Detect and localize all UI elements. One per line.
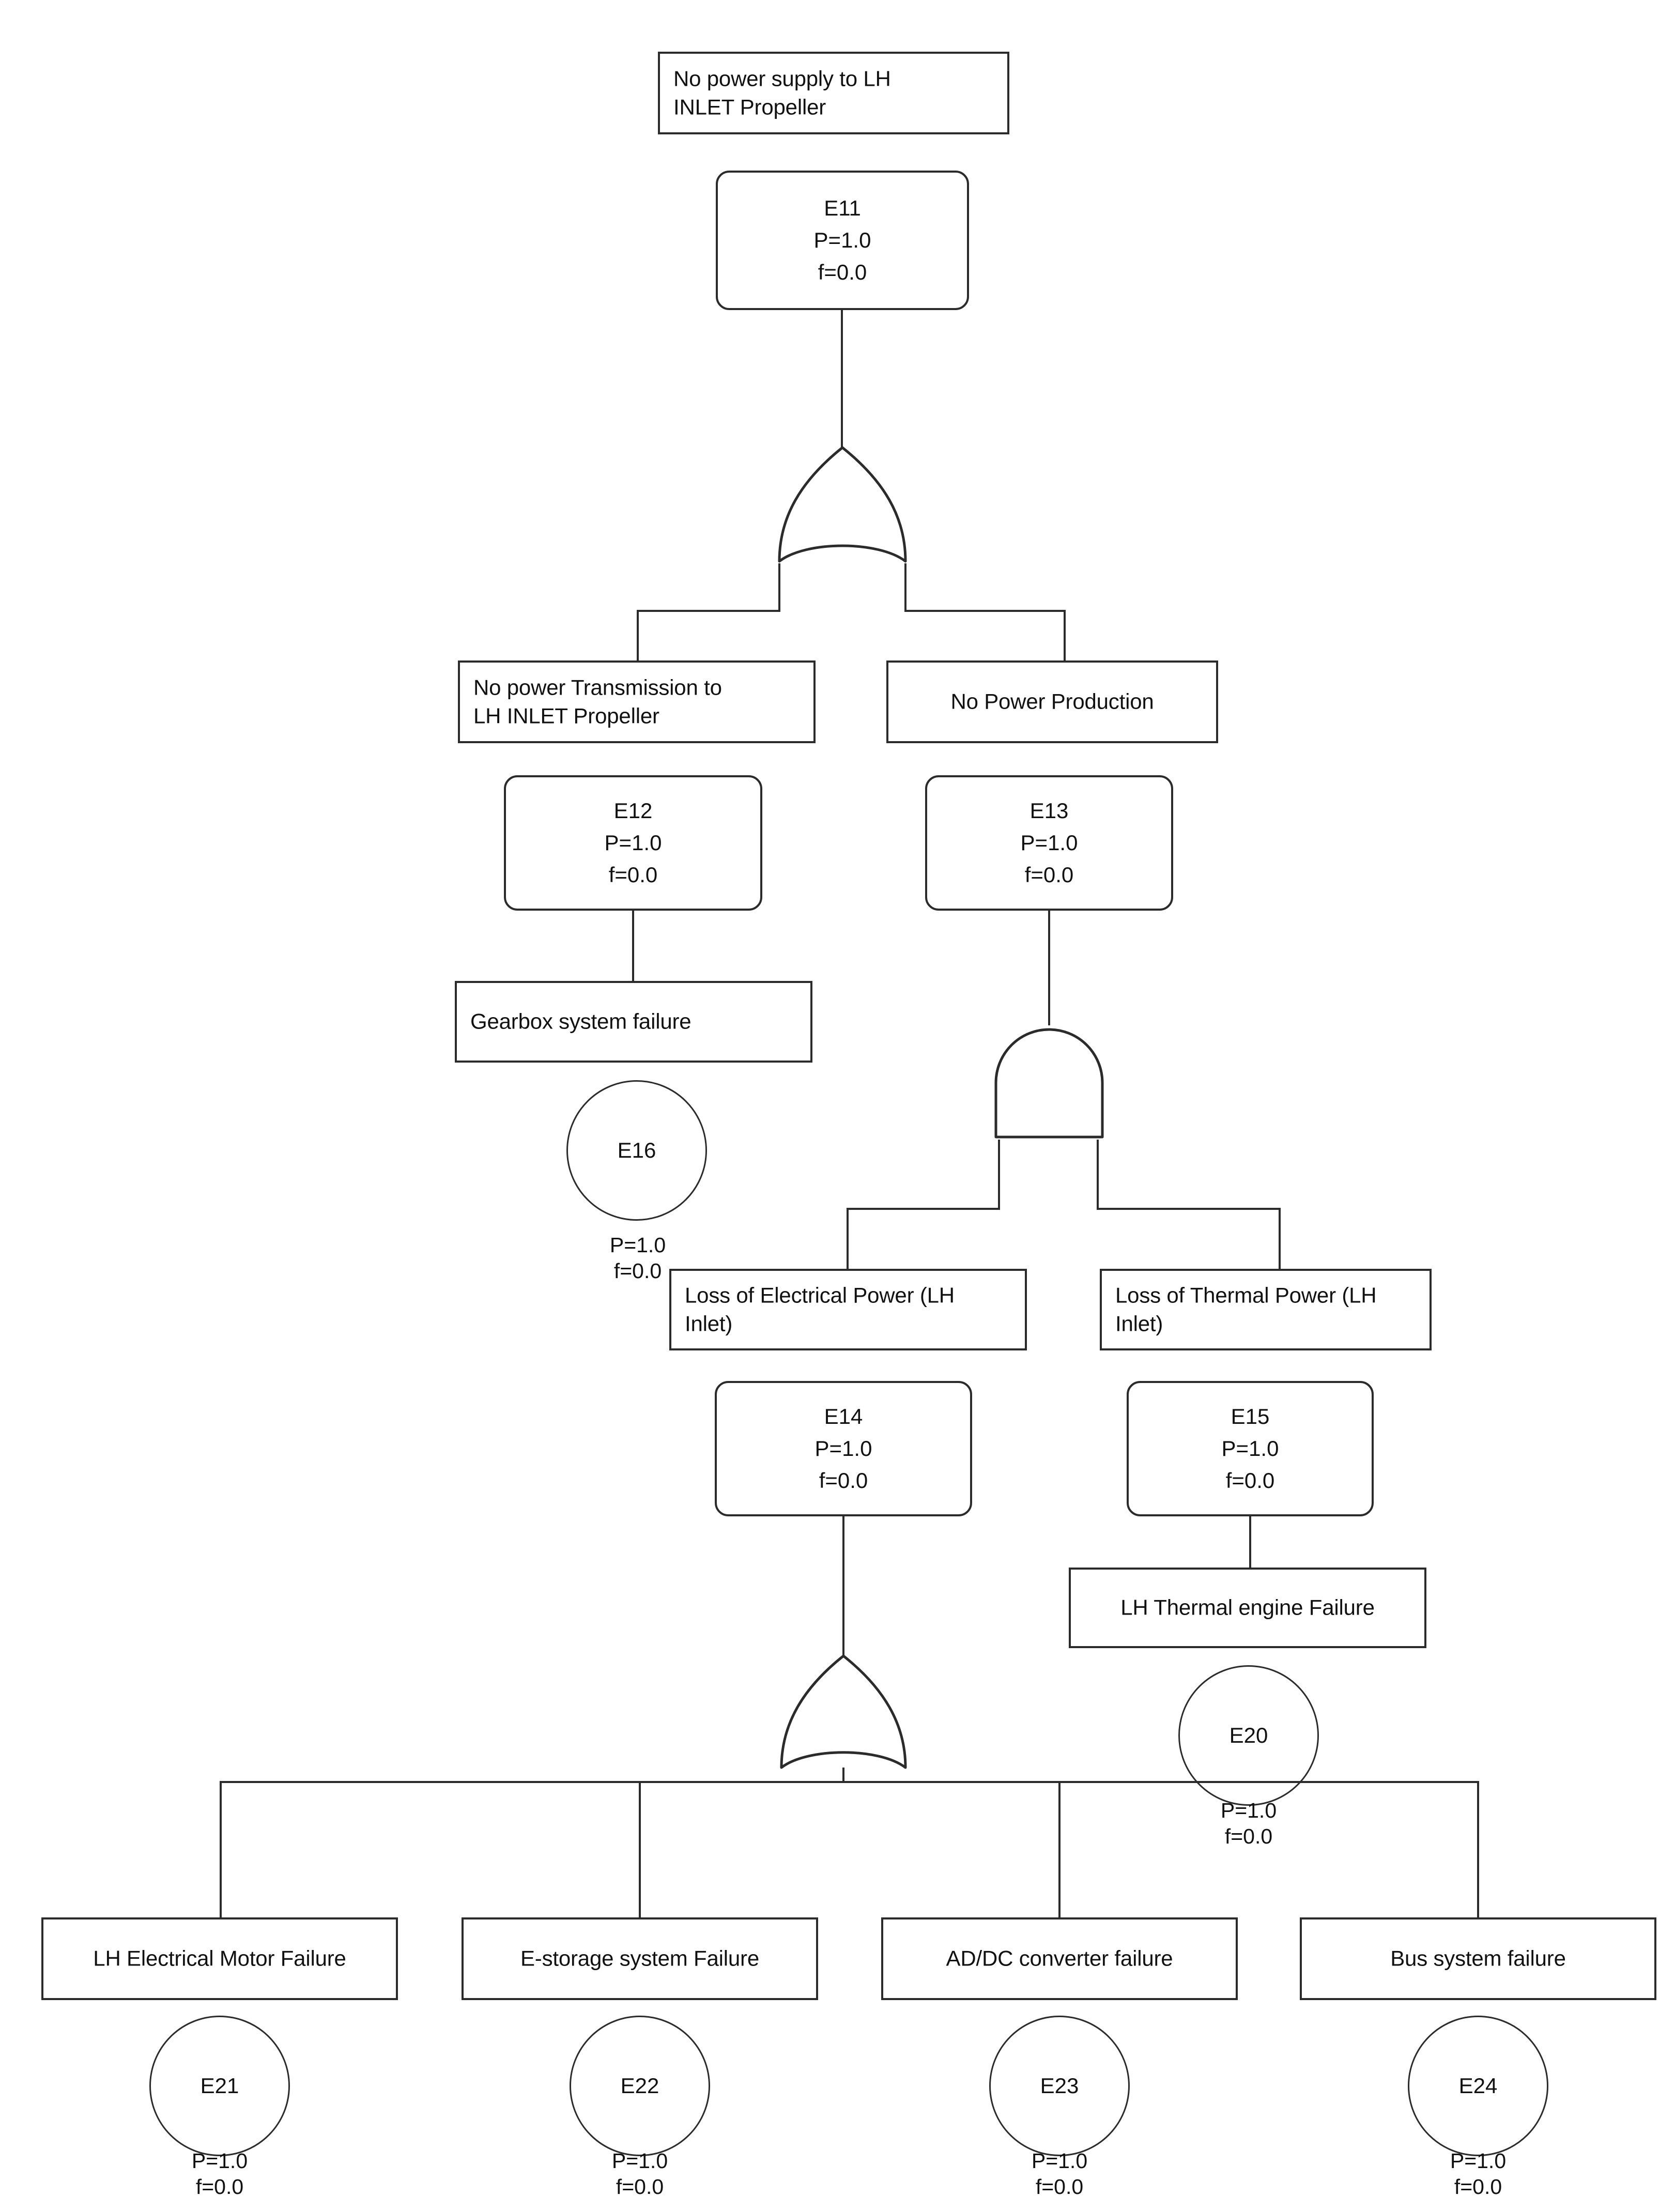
- param-e15-f: f=0.0: [1225, 1468, 1275, 1493]
- basic-event-e20[interactable]: E20: [1178, 1665, 1319, 1806]
- basic-event-e24[interactable]: E24: [1408, 2016, 1548, 2156]
- basic-event-e20-code: E20: [1229, 1723, 1268, 1747]
- connector-bus-to-e24: [1477, 1781, 1479, 1918]
- connector-e14-to-gate3: [842, 1516, 844, 1657]
- param-e12-code: E12: [613, 798, 653, 823]
- connector-gate2-right-horizontal: [1097, 1208, 1281, 1210]
- node-thermal-engine-title-text: LH Thermal engine Failure: [1120, 1595, 1375, 1620]
- basic-event-e21-code: E21: [200, 2073, 239, 2098]
- connector-gate2-right-stub: [1097, 1140, 1099, 1208]
- node-e24-title-text: Bus system failure: [1390, 1946, 1566, 1971]
- basic-event-e22[interactable]: E22: [570, 2016, 710, 2156]
- basic-event-e22-code: E22: [620, 2073, 659, 2098]
- basic-event-e16[interactable]: E16: [566, 1080, 707, 1221]
- connector-e13-to-gate2: [1048, 911, 1050, 1025]
- connector-gate2-to-e14: [847, 1208, 849, 1270]
- connector-bus-to-e22: [639, 1781, 641, 1918]
- gate-or-top[interactable]: [765, 444, 920, 574]
- connector-gate1-left-stub: [778, 563, 780, 610]
- basic-event-e24-code: E24: [1458, 2073, 1498, 2098]
- gate-and-mid[interactable]: [985, 1021, 1114, 1150]
- node-gearbox-title-text: Gearbox system failure: [470, 1009, 691, 1034]
- param-e14-code: E14: [824, 1404, 863, 1428]
- connector-bus-to-e23: [1058, 1781, 1061, 1918]
- param-e11-code: E11: [824, 195, 861, 220]
- basic-event-e21[interactable]: E21: [149, 2016, 290, 2156]
- param-e13-code: E13: [1029, 798, 1069, 823]
- connector-gate1-right-horizontal: [904, 610, 1066, 612]
- node-e24-title[interactable]: Bus system failure: [1300, 1917, 1656, 2000]
- param-e11-f: f=0.0: [818, 260, 867, 285]
- node-e13-title[interactable]: No Power Production: [886, 660, 1218, 743]
- node-e23-title[interactable]: AD/DC converter failure: [881, 1917, 1238, 2000]
- connector-e12-to-gearbox: [632, 911, 634, 982]
- connector-gate2-left-horizontal: [847, 1208, 1000, 1210]
- param-e11[interactable]: E11 P=1.0 f=0.0: [716, 171, 969, 310]
- connector-e11-to-gate1: [841, 310, 843, 449]
- param-e15[interactable]: E15 P=1.0 f=0.0: [1127, 1381, 1374, 1516]
- param-e14-p: P=1.0: [815, 1436, 872, 1461]
- param-e14[interactable]: E14 P=1.0 f=0.0: [715, 1381, 972, 1516]
- param-e12[interactable]: E12 P=1.0 f=0.0: [504, 775, 762, 911]
- connector-gate3-drop: [842, 1768, 844, 1782]
- connector-gate1-to-e12: [637, 610, 639, 662]
- param-e12-f: f=0.0: [608, 863, 658, 887]
- connector-bus-to-e21: [220, 1781, 222, 1918]
- param-e12-p: P=1.0: [604, 830, 662, 855]
- connector-e15-to-thermal-engine: [1249, 1516, 1251, 1569]
- param-e15-code: E15: [1231, 1404, 1270, 1428]
- connector-gate1-to-e13: [1064, 610, 1066, 662]
- node-e13-title-text: No Power Production: [950, 689, 1154, 714]
- connector-bottom-bus: [220, 1781, 1479, 1783]
- basic-event-e23-code: E23: [1040, 2073, 1079, 2098]
- node-e22-title-text: E-storage system Failure: [520, 1946, 760, 1971]
- param-e15-p: P=1.0: [1221, 1436, 1279, 1461]
- node-e23-title-text: AD/DC converter failure: [946, 1946, 1173, 1971]
- param-e13-f: f=0.0: [1024, 863, 1074, 887]
- node-e22-title[interactable]: E-storage system Failure: [462, 1917, 818, 2000]
- node-e21-title[interactable]: LH Electrical Motor Failure: [41, 1917, 398, 2000]
- connector-gate2-left-stub: [998, 1140, 1000, 1208]
- gate-or-bottom[interactable]: [767, 1653, 920, 1779]
- param-e13[interactable]: E13 P=1.0 f=0.0: [925, 775, 1173, 911]
- basic-event-e23[interactable]: E23: [989, 2016, 1130, 2156]
- connector-gate2-to-e15: [1279, 1208, 1281, 1270]
- node-gearbox-title[interactable]: Gearbox system failure: [455, 981, 812, 1063]
- connector-gate1-right-stub: [904, 563, 906, 610]
- param-e11-p: P=1.0: [813, 227, 871, 252]
- node-e21-title-text: LH Electrical Motor Failure: [93, 1946, 346, 1971]
- connector-gate1-left-horizontal: [637, 610, 780, 612]
- basic-event-e16-code: E16: [617, 1138, 656, 1162]
- param-e13-p: P=1.0: [1020, 830, 1078, 855]
- node-thermal-engine-title[interactable]: LH Thermal engine Failure: [1069, 1568, 1426, 1648]
- param-e14-f: f=0.0: [819, 1468, 868, 1493]
